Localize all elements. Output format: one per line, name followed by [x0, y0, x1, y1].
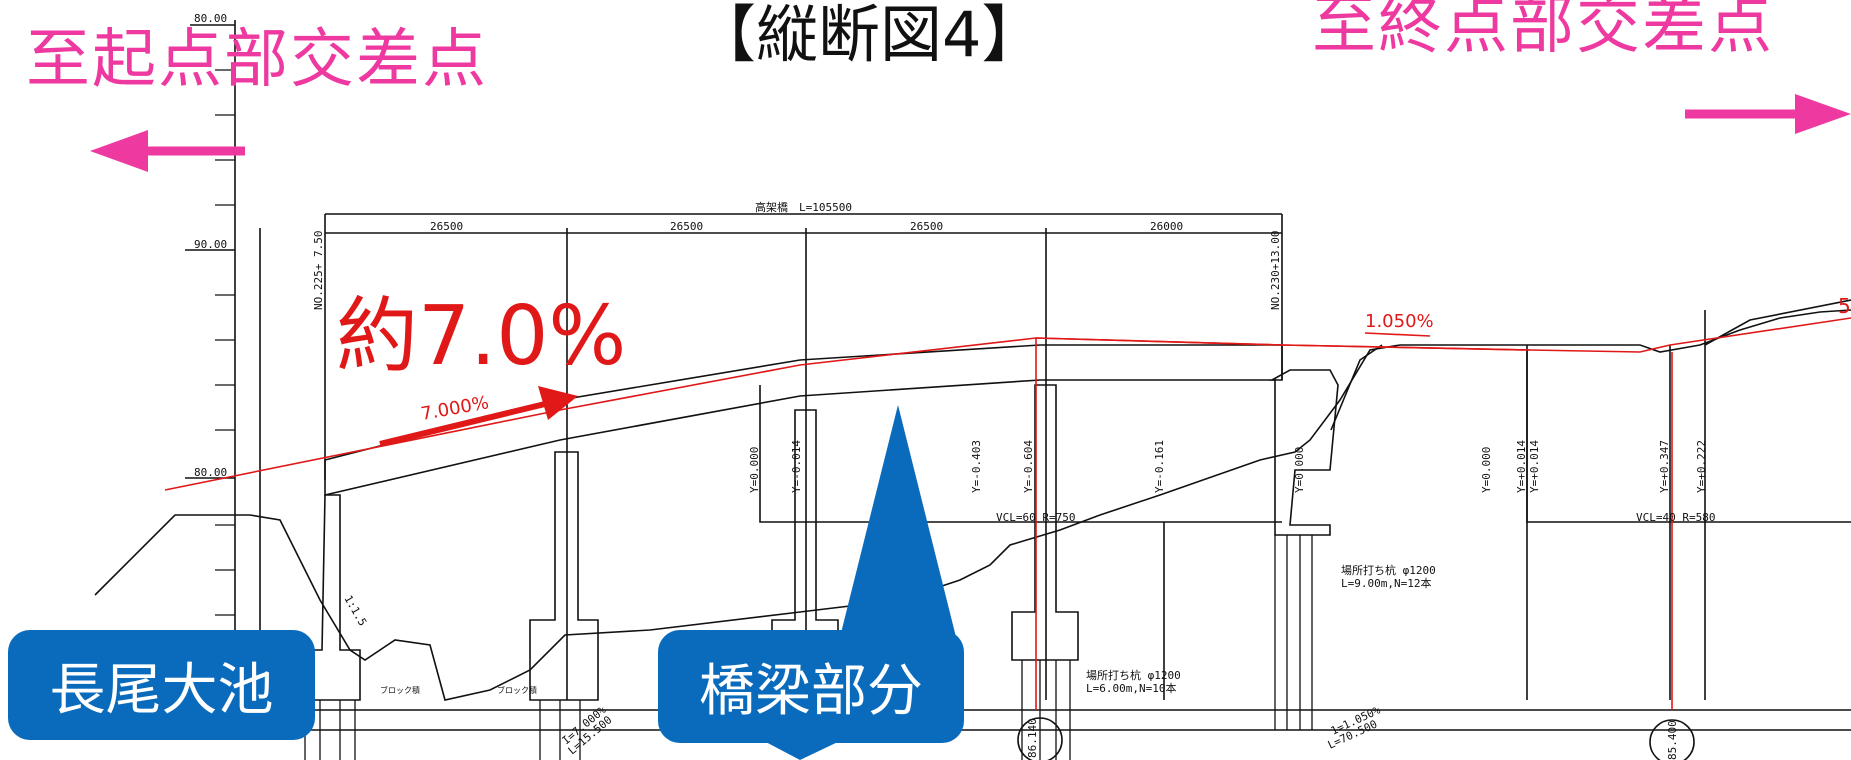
vcl-right: VCL=40 R=580	[1636, 511, 1715, 524]
grade-right-label: 1.050%	[1365, 311, 1434, 332]
abutment-right	[1268, 369, 1339, 536]
callout-bridge-section: 橋梁部分	[658, 630, 964, 743]
y-label-4: Y=-0.604	[1022, 440, 1035, 493]
y-label-9: Y=+0.014	[1528, 440, 1541, 493]
elev-label-low: 80.00	[194, 466, 227, 479]
span-label-2: 26500	[670, 220, 703, 233]
pile-a-line2: L=9.00m,N=12本	[1341, 576, 1431, 590]
circle-label-1: 86.140	[1026, 718, 1039, 758]
design-grade-line	[164, 317, 1851, 710]
pile-a-line1: 場所打ち杭 φ1200	[1341, 563, 1436, 577]
y-label-6: Y=0.000	[1293, 447, 1306, 493]
right-direction-label: 至終点部交差点	[1312, 0, 1774, 63]
bridge-deck	[324, 344, 1283, 497]
elev-label-mid: 90.00	[194, 238, 227, 251]
bridge-callout-tail	[762, 740, 842, 760]
pier-1	[529, 451, 599, 701]
y-label-1: Y=0.000	[748, 447, 761, 493]
bridge-callout-pointer	[838, 405, 958, 645]
pile-b-line2: L=6.00m,N=10本	[1086, 681, 1176, 695]
y-label-7: Y=0.000	[1480, 447, 1493, 493]
grade-annotation: 約7.0%	[336, 289, 627, 384]
right-direction-arrow	[1685, 94, 1851, 134]
y-label-3: Y=-0.403	[970, 440, 983, 493]
slope-label: 1:1.5	[341, 593, 369, 628]
span-label-4: 26000	[1150, 220, 1183, 233]
y-label-10: Y=+0.347	[1658, 440, 1671, 493]
station-left: NO.225+ 7.50	[312, 231, 325, 310]
grade-right-cut-label: 5	[1838, 294, 1851, 318]
left-direction-arrow	[90, 130, 245, 172]
callout-nagao-oike: 長尾大池	[8, 630, 315, 740]
y-label-2: Y=-0.014	[790, 440, 803, 493]
elev-label-top: 80.00	[194, 12, 227, 25]
grade-arrow	[379, 386, 578, 447]
pile-b-line1: 場所打ち杭 φ1200	[1086, 668, 1181, 682]
span-label-3: 26500	[910, 220, 943, 233]
span-label-1: 26500	[430, 220, 463, 233]
grade-arrow-right	[1364, 332, 1431, 337]
pier-3	[1011, 384, 1079, 661]
y-label-11: Y=+0.222	[1695, 440, 1708, 493]
bridge-length-label: 高架橋 L=105500	[755, 200, 852, 214]
vcl-left: VCL=60 R=750	[996, 511, 1075, 524]
circle-label-2: 85.400	[1666, 720, 1679, 760]
drawing-title: 【縦断図4】	[694, 0, 1044, 71]
y-label-5: Y=-0.161	[1153, 440, 1166, 493]
y-label-8: Y=+0.014	[1515, 440, 1528, 493]
left-direction-label: 至起点部交差点	[26, 23, 488, 97]
station-right: NO.230+13.00	[1269, 231, 1282, 310]
block-label-2: ブロック積	[497, 685, 537, 695]
block-label-1: ブロック積	[380, 685, 420, 695]
